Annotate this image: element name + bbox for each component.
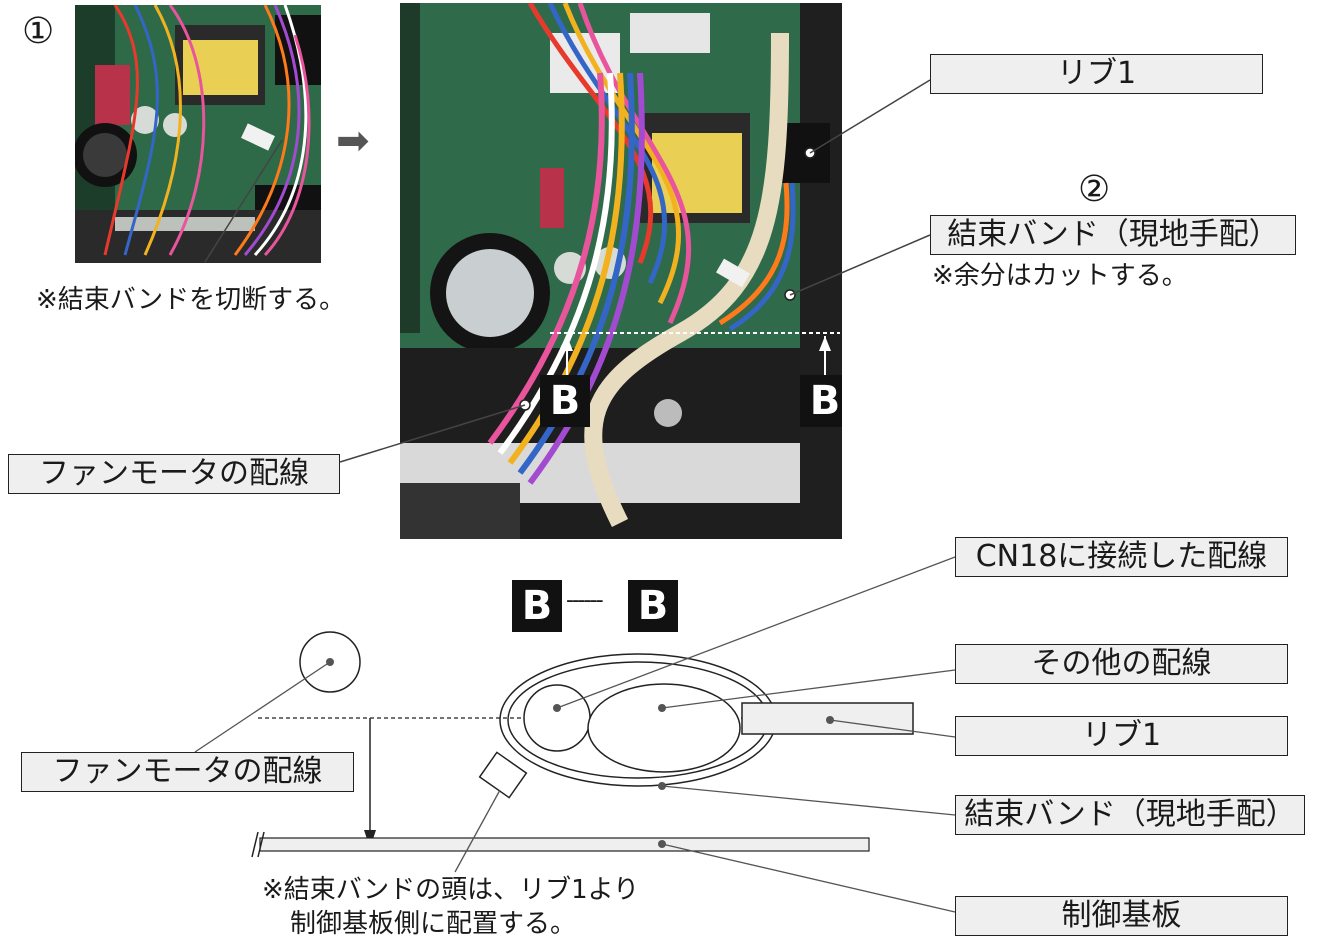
cable-tie-inner <box>507 661 769 779</box>
right-arrow-icon: ➡ <box>336 118 370 164</box>
section-title-b-left: B <box>512 580 562 632</box>
step-1-marker: ① <box>22 11 55 52</box>
photo-before-cut <box>75 5 321 263</box>
cut-tie-note: ※結束バンドを切断する。 <box>36 285 346 315</box>
cn18-wiring-circle <box>523 684 591 752</box>
cable-tie-head <box>478 751 528 799</box>
tie-head-note-line2: 制御基板側に配置する。 <box>290 909 577 939</box>
trim-excess-note: ※余分はカットする。 <box>932 261 1188 291</box>
control-board-label: 制御基板 <box>955 896 1288 936</box>
control-board-shape <box>259 837 870 852</box>
section-title-b-right: B <box>628 580 678 632</box>
cable-tie-label-section: 結束バンド（現地手配） <box>955 795 1305 835</box>
photo-after-rewire: B B <box>400 3 842 539</box>
fan-motor-wiring-circle <box>299 631 361 693</box>
fan-motor-wiring-label-top: ファンモータの配線 <box>8 454 340 494</box>
section-marker-b-right: B <box>800 375 842 427</box>
cn18-wiring-label: CN18に接続した配線 <box>955 537 1288 577</box>
cable-tie-label-top: 結束バンド（現地手配） <box>930 215 1296 255</box>
cable-tie-outer <box>499 653 777 787</box>
tie-head-note-line1: ※結束バンドの頭は、リブ1より <box>262 875 640 905</box>
rib1-label-section: リブ1 <box>955 716 1288 756</box>
rib1-label-top: リブ1 <box>930 54 1263 94</box>
step-2-marker: ② <box>1078 169 1111 210</box>
other-wiring-ellipse <box>587 683 741 773</box>
section-marker-b-left: B <box>540 375 590 427</box>
other-wiring-label: その他の配線 <box>955 644 1288 684</box>
rib1-shape <box>741 702 914 735</box>
section-title-dash: ------ <box>566 588 604 613</box>
fan-motor-wiring-label-section: ファンモータの配線 <box>21 752 354 792</box>
